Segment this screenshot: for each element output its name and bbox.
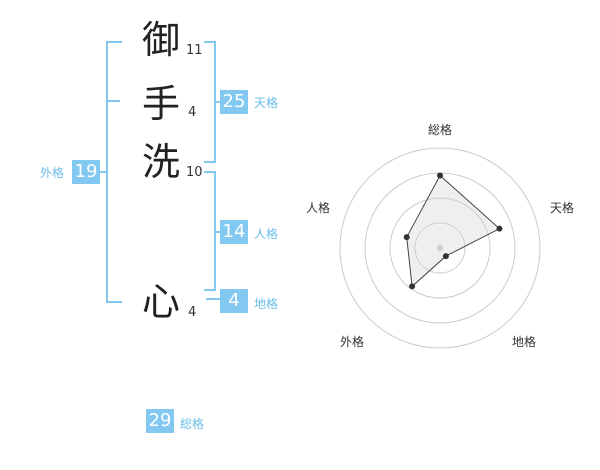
gaikaku-bracket bbox=[106, 41, 122, 303]
name-char-4: 心 bbox=[141, 280, 180, 324]
jinkaku-label: 人格 bbox=[254, 227, 279, 241]
tenkaku-connector bbox=[214, 101, 220, 103]
tenkaku-label: 天格 bbox=[254, 96, 279, 110]
gaikaku-bracket-mid bbox=[106, 100, 120, 102]
radar-label-soukaku: 総格 bbox=[427, 123, 452, 137]
soukaku-label: 総格 bbox=[180, 417, 205, 431]
name-char-1: 御 bbox=[141, 18, 180, 62]
gaikaku-connector bbox=[100, 171, 106, 173]
soukaku-value: 29 bbox=[146, 409, 174, 433]
stroke-count-4: 4 bbox=[188, 305, 197, 320]
name-char-3: 洗 bbox=[141, 140, 180, 184]
chikaku-connector bbox=[206, 298, 220, 300]
radar-point-2 bbox=[496, 225, 503, 232]
radar-label-jinkaku: 人格 bbox=[305, 201, 330, 215]
jinkaku-connector bbox=[214, 231, 220, 233]
radar-point-3 bbox=[442, 253, 449, 260]
gaikaku-label: 外格 bbox=[40, 166, 65, 180]
radar-point-4 bbox=[409, 283, 416, 290]
stroke-count-2: 4 bbox=[188, 105, 197, 120]
jinkaku-value: 14 bbox=[220, 220, 248, 244]
chikaku-value: 4 bbox=[220, 289, 248, 313]
name-char-2: 手 bbox=[141, 82, 180, 126]
radar-center bbox=[437, 245, 443, 251]
stroke-count-1: 11 bbox=[186, 43, 203, 58]
radar-point-5 bbox=[403, 234, 410, 241]
radar-ring bbox=[389, 197, 491, 299]
tenkaku-value: 25 bbox=[220, 90, 248, 114]
radar-point-1 bbox=[437, 172, 443, 179]
radar-ring bbox=[339, 147, 541, 349]
stroke-count-3: 10 bbox=[186, 165, 203, 180]
radar-polygon bbox=[406, 174, 501, 288]
radar-ring bbox=[414, 222, 466, 274]
chikaku-label: 地格 bbox=[254, 297, 279, 311]
radar-label-gaikaku: 外格 bbox=[339, 335, 364, 349]
gaikaku-value: 19 bbox=[72, 160, 100, 184]
radar-label-chikaku: 地格 bbox=[511, 335, 536, 349]
radar-label-tenkaku: 天格 bbox=[549, 201, 574, 215]
